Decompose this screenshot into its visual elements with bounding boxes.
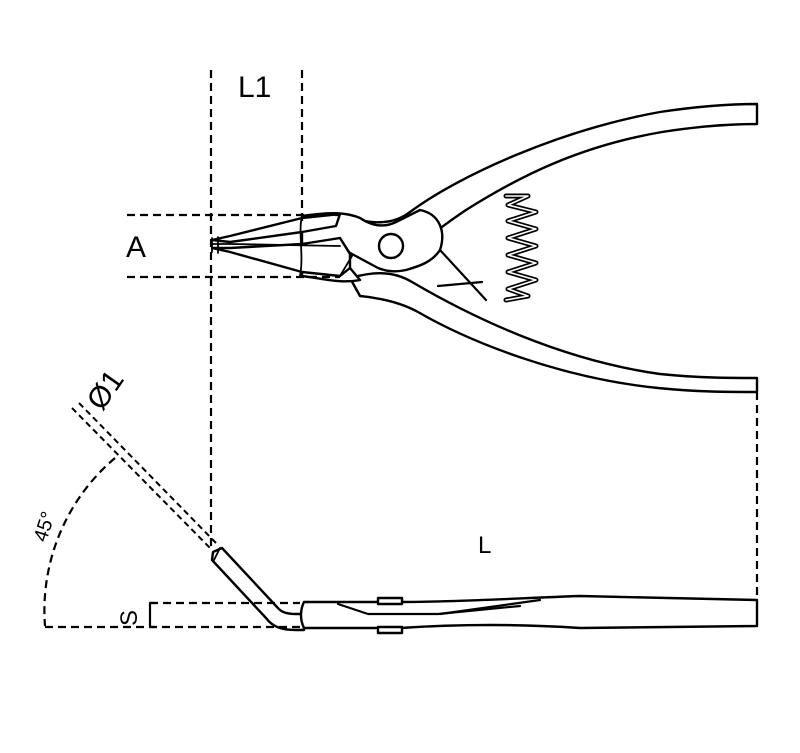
blade-cross-line <box>438 248 488 302</box>
lower-handle <box>348 272 759 394</box>
tip-shoulder <box>213 547 221 561</box>
label-angle: 45° <box>30 509 60 545</box>
diameter-extension-a <box>71 407 211 549</box>
bent-tip <box>210 546 306 632</box>
label-l1: L1 <box>238 71 271 104</box>
upper-jaw <box>210 212 342 244</box>
jaw-center-line <box>229 243 341 247</box>
side-body <box>299 594 759 630</box>
rivet-top <box>376 596 404 606</box>
angle-arc <box>43 457 116 627</box>
label-l: L <box>478 532 491 559</box>
diameter-extension-b <box>78 402 217 544</box>
top-view <box>210 102 759 394</box>
label-s: S <box>116 610 143 626</box>
dimension-labels: L1 A Ø1 45° S L <box>30 71 492 626</box>
side-blade-line-2 <box>438 598 542 616</box>
jaw-joint-seam <box>299 215 303 277</box>
pivot-pin <box>377 232 405 260</box>
jaw-facet <box>301 237 353 277</box>
label-a: A <box>126 231 146 264</box>
blade-tie-line <box>436 280 484 288</box>
rivet-bottom <box>376 625 404 635</box>
dimension-lines <box>43 70 759 629</box>
side-blade-line <box>336 602 522 616</box>
side-view <box>210 546 759 635</box>
return-spring <box>503 193 539 303</box>
label-diameter: Ø1 <box>81 364 131 416</box>
s-bracket <box>148 601 157 629</box>
